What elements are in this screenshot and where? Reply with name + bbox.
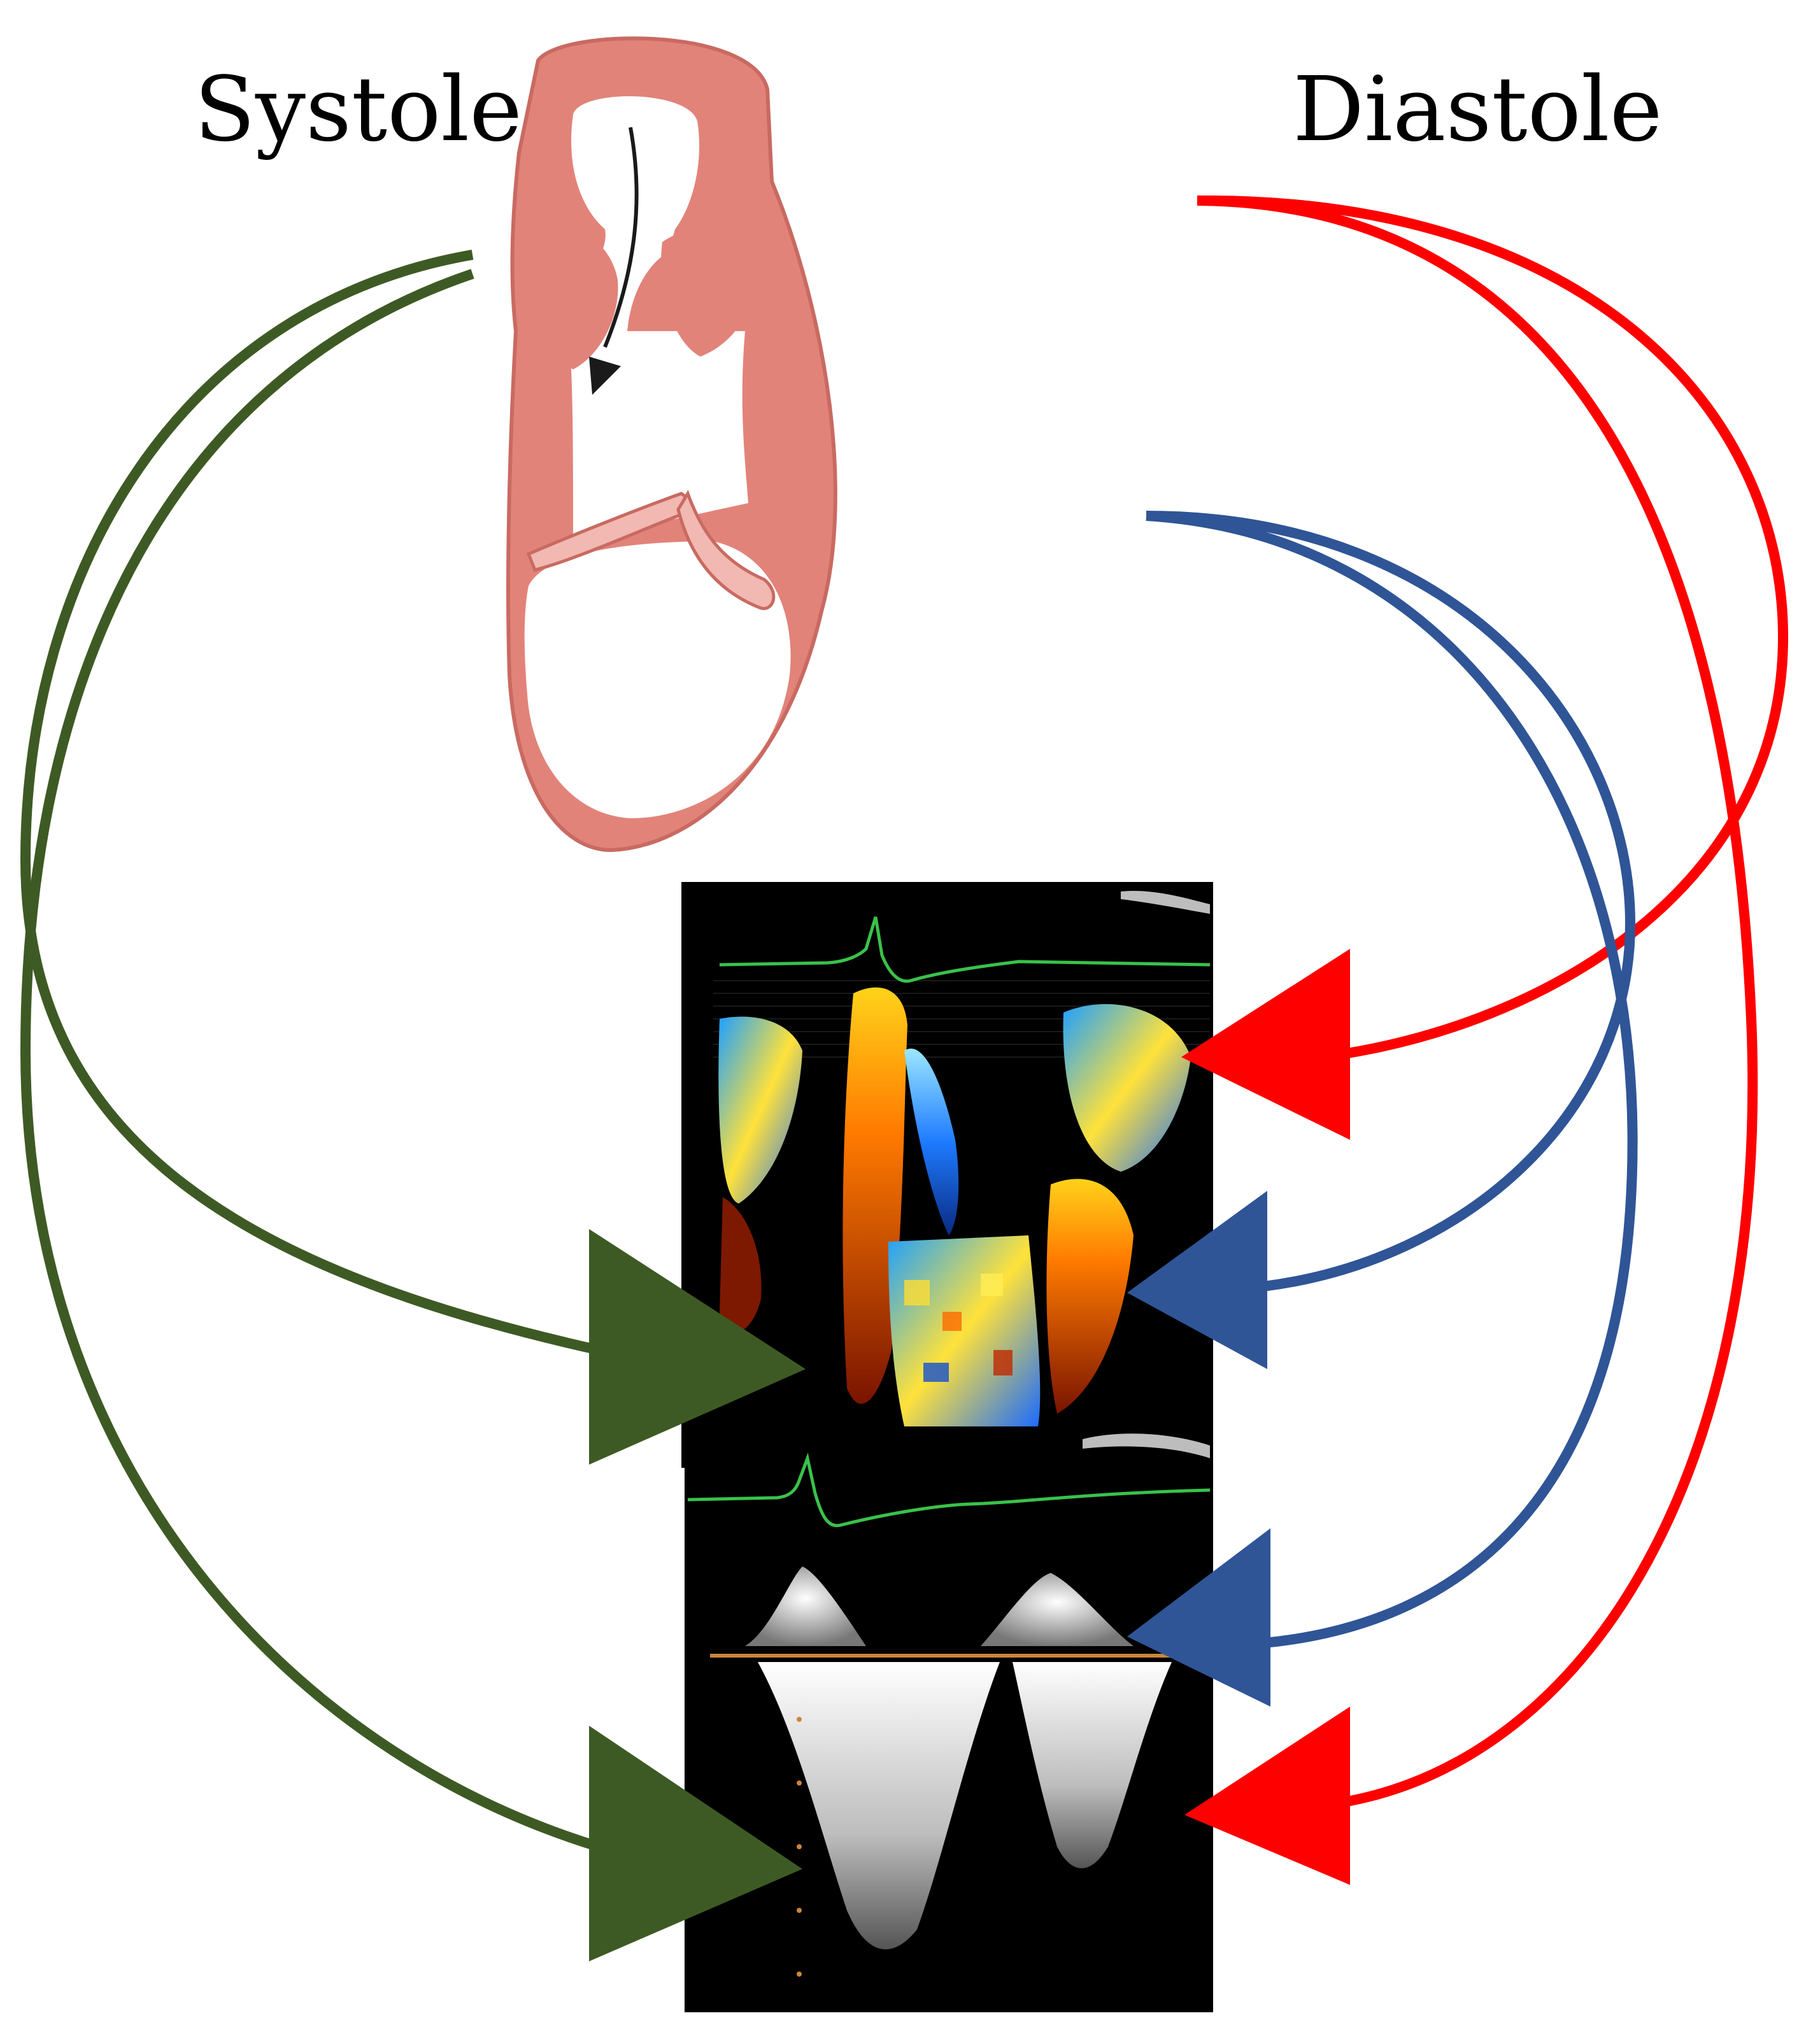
red-arrow-to-spectral-doppler: [1197, 195, 1758, 1807]
aliased-flow-mosaic: [888, 1235, 1041, 1426]
deep-red-flow-left: [720, 1197, 762, 1333]
heart-cross-section-icon: [506, 36, 837, 853]
posterior-mitral-leaflet: [676, 490, 776, 610]
diastole-label: Diastole: [1293, 58, 1663, 162]
systole-arrow-to-spectral-doppler: [20, 269, 601, 1852]
bottom-echo-artifact: [1083, 1433, 1210, 1458]
blue-arrow-to-spectral-doppler: [1146, 511, 1638, 1648]
blue-arrowhead-color-doppler: [1127, 1191, 1267, 1369]
early-diastolic-flow-left: [718, 1016, 802, 1204]
red-arrow-to-color-doppler: [1197, 195, 1789, 1059]
diastole-blue-arrows: [1127, 511, 1638, 1707]
systole-label: Systole: [194, 58, 522, 162]
flow-propagation-streak: [904, 1048, 959, 1235]
negative-flow-envelope-2: [1013, 1662, 1172, 1868]
blue-arrow-to-color-doppler: [1146, 511, 1636, 1291]
positive-flow-envelope-1: [745, 1567, 866, 1646]
outflow-tract-cavity: [569, 96, 748, 541]
late-diastolic-flow-right: [1063, 1004, 1191, 1172]
negative-flow-envelope-1: [758, 1662, 1000, 1950]
systole-arrow-to-color-doppler: [20, 250, 600, 1355]
positive-flow-envelope-2: [981, 1573, 1134, 1646]
red-arrowhead-spectral-doppler: [1184, 1707, 1350, 1885]
flow-direction-arrow-icon: [589, 127, 639, 395]
orange-flow-right: [1046, 1179, 1134, 1414]
posterior-bulge: [661, 227, 753, 357]
ecg-trace-bottom: [687, 1453, 1211, 1528]
systole-arrowhead-spectral-doppler: [589, 1726, 802, 1961]
diastole-red-arrows: [1181, 195, 1789, 1885]
left-ventricle-cavity: [524, 541, 791, 818]
septal-bulge: [534, 222, 618, 369]
color-m-mode-doppler-panel: [681, 882, 1213, 1468]
blue-arrowhead-spectral-doppler: [1127, 1528, 1270, 1707]
pulsed-wave-doppler-spectrum-panel: [685, 1453, 1213, 2012]
red-arrowhead-color-doppler: [1181, 949, 1350, 1140]
systole-arrows: [20, 250, 806, 1961]
top-echo-artifact: [1121, 891, 1210, 914]
ecg-trace-top: [719, 916, 1211, 983]
systole-arrowhead-color-doppler: [589, 1229, 806, 1465]
